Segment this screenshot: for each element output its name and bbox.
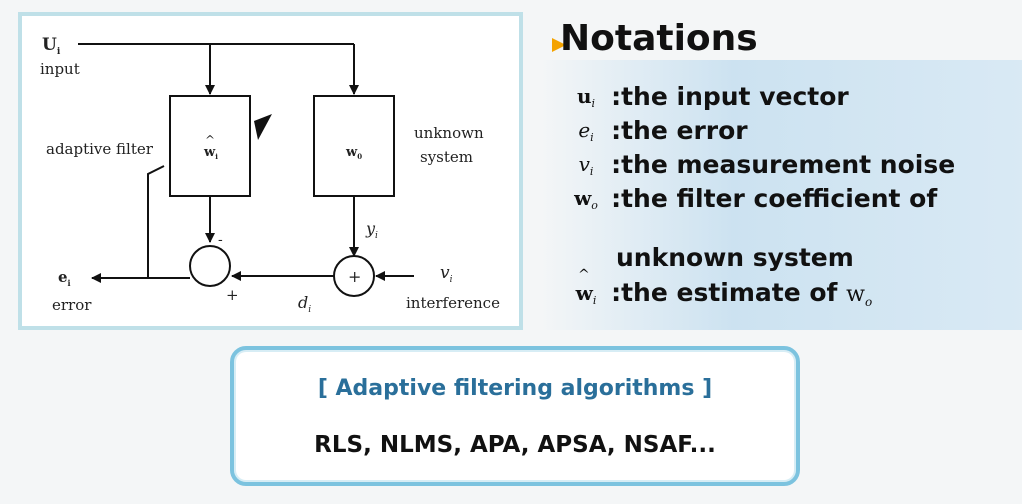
- notation-continuation: unknown system: [616, 243, 854, 272]
- notation-item: ui :the input vector: [566, 82, 849, 116]
- notation-text: :the measurement noise: [611, 150, 956, 179]
- error-summing-junction: [189, 245, 231, 287]
- input-label: input: [40, 60, 80, 78]
- interference-label: interference: [406, 294, 500, 312]
- notation-item: ^wi :the estimate of wo: [566, 266, 873, 312]
- v-label: vi: [440, 263, 453, 285]
- notation-item: vi :the measurement noise: [566, 150, 956, 184]
- adaptive-filter-label: adaptive filter: [46, 140, 154, 158]
- unknown-system-label-1: unknown: [414, 124, 484, 142]
- diagram-svg: Ui input adaptive filter ^ wi w0 unknown…: [40, 35, 500, 315]
- notation-text: :the estimate of wo: [611, 278, 873, 309]
- algorithms-list: RLS, NLMS, APA, APSA, NSAF...: [314, 432, 716, 458]
- notation-symbol: ei: [578, 117, 594, 144]
- notation-symbol: ui: [576, 83, 596, 110]
- estimate-target-symbol: wo: [846, 282, 873, 309]
- input-symbol: Ui: [42, 35, 61, 57]
- notation-text: :the error: [611, 116, 748, 145]
- adaptive-block-symbol: wi: [203, 145, 218, 161]
- error-feedback-line: [147, 165, 165, 278]
- notation-text: :the input vector: [611, 82, 849, 111]
- minus-sign: -: [218, 232, 223, 248]
- adaptation-indicator-icon: [254, 114, 272, 140]
- sum-plus-sign: +: [348, 267, 361, 286]
- notation-item: wo :the filter coefficient of: [566, 184, 937, 218]
- error-symbol: ei: [58, 268, 71, 288]
- algorithms-box: [ Adaptive filtering algorithms ] RLS, N…: [230, 346, 800, 486]
- notation-background: [540, 60, 1022, 330]
- unknown-system-block: [313, 95, 395, 197]
- notation-text: :the filter coefficient of: [611, 184, 938, 213]
- block-diagram: Ui input adaptive filter ^ wi w0 unknown…: [18, 12, 523, 330]
- title-bullet-icon: [552, 38, 566, 52]
- y-label: yi: [365, 219, 378, 241]
- d-label: di: [298, 293, 311, 315]
- error-label: error: [52, 296, 92, 314]
- unknown-block-symbol: w0: [345, 145, 362, 161]
- notation-symbol: vi: [578, 151, 594, 178]
- unknown-system-label-2: system: [420, 148, 473, 166]
- adaptive-block-hat: ^: [205, 133, 215, 147]
- algorithms-title: [ Adaptive filtering algorithms ]: [317, 376, 713, 401]
- notations-title: Notations: [560, 18, 758, 59]
- notation-item: ei :the error: [566, 116, 748, 150]
- plus-sign: +: [226, 286, 239, 304]
- notation-symbol: wo: [574, 185, 598, 212]
- notation-symbol: ^wi: [575, 266, 597, 307]
